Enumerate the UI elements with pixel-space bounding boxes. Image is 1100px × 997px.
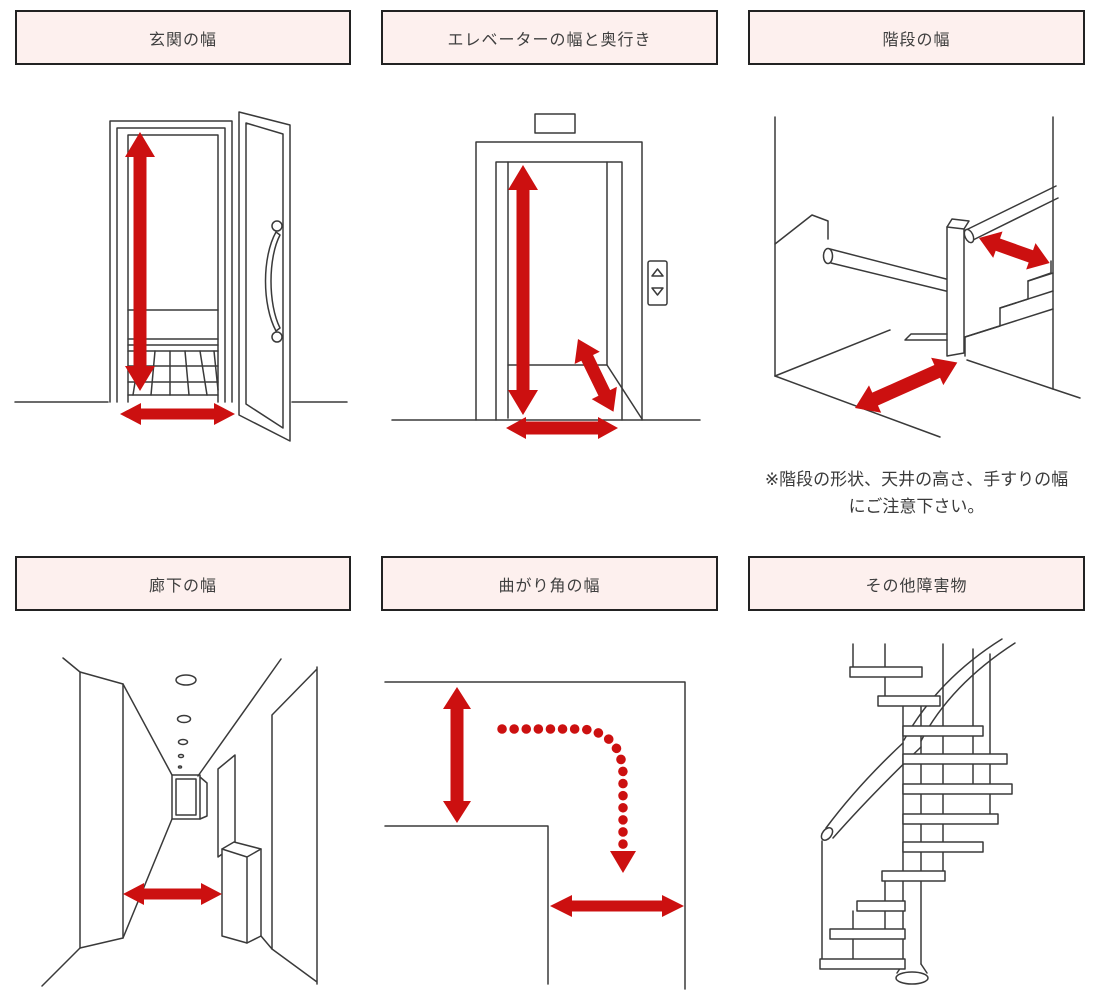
corridor-width-arrow-horizontal bbox=[550, 895, 684, 917]
corner-plan-drawing bbox=[384, 681, 686, 990]
panel-header-stairs: 階段の幅 bbox=[748, 10, 1085, 65]
panel-title-corner: 曲がり角の幅 bbox=[498, 575, 601, 595]
stairs-note-line1: ※階段の形状、天井の高さ、手すりの幅 bbox=[764, 470, 1069, 490]
ceiling-lights bbox=[175, 674, 197, 769]
landing-floor bbox=[774, 329, 1081, 438]
open-door-panel bbox=[238, 111, 291, 442]
hallway-width-arrow bbox=[123, 883, 222, 905]
entrance-door-illustration bbox=[0, 65, 366, 556]
stairs-note-line2: にご注意下さい。 bbox=[848, 497, 985, 517]
corridor-drawing bbox=[41, 657, 318, 987]
turning-path-dotted-arrow bbox=[497, 724, 636, 873]
corner-walls bbox=[384, 681, 686, 990]
spiral-handrail bbox=[820, 638, 1016, 963]
panel-title-hallway: 廊下の幅 bbox=[148, 575, 217, 595]
spiral-steps bbox=[819, 666, 1013, 970]
panel-title-entrance: 玄関の幅 bbox=[148, 29, 217, 49]
door-handle bbox=[264, 220, 283, 343]
left-wall bbox=[41, 657, 173, 987]
spiral-staircase-drawing bbox=[819, 638, 1016, 985]
elevator-illustration bbox=[366, 65, 733, 556]
stairs-drawing bbox=[774, 116, 1081, 438]
door-height-arrow bbox=[125, 132, 155, 391]
elevator-depth-arrow bbox=[574, 339, 617, 412]
door-width-arrow bbox=[120, 403, 235, 425]
panel-header-entrance: 玄関の幅 bbox=[15, 10, 351, 65]
corner-illustration bbox=[366, 611, 733, 996]
stairwell-walls bbox=[774, 116, 1054, 390]
down-button-icon bbox=[651, 287, 664, 296]
center-pole bbox=[895, 698, 929, 985]
call-button-panel bbox=[647, 260, 668, 306]
corridor-width-arrow-vertical bbox=[443, 687, 471, 823]
panel-title-elevator: エレベーターの幅と奥行き bbox=[447, 29, 652, 49]
left-handrail bbox=[822, 247, 951, 293]
stairs-note: ※階段の形状、天井の高さ、手すりの幅 にご注意下さい。 bbox=[733, 459, 1100, 521]
right-wall bbox=[197, 658, 318, 985]
up-button-icon bbox=[651, 268, 664, 277]
panel-title-stairs: 階段の幅 bbox=[882, 29, 951, 49]
stairs-illustration: ※階段の形状、天井の高さ、手すりの幅 にご注意下さい。 bbox=[733, 65, 1100, 556]
elevator-width-arrow bbox=[506, 417, 618, 439]
panel-header-obstacles: その他障害物 bbox=[748, 556, 1085, 611]
door-frame bbox=[14, 120, 348, 403]
floor-indicator bbox=[534, 113, 576, 134]
steps bbox=[904, 260, 1054, 357]
panel-header-corner: 曲がり角の幅 bbox=[381, 556, 718, 611]
elevator-height-arrow bbox=[508, 165, 538, 415]
newel-post bbox=[946, 218, 970, 357]
entrance-door-drawing bbox=[14, 111, 348, 442]
elevator-drawing bbox=[391, 113, 701, 439]
panel-header-hallway: 廊下の幅 bbox=[15, 556, 351, 611]
corridor-end-wall bbox=[171, 774, 208, 820]
stair-width-arrow bbox=[979, 231, 1050, 270]
obstacles-illustration bbox=[733, 611, 1100, 996]
landing-width-arrow bbox=[855, 357, 958, 413]
elevator-frame bbox=[475, 141, 643, 421]
right-handrail bbox=[963, 185, 1059, 244]
panel-header-elevator: エレベーターの幅と奥行き bbox=[381, 10, 718, 65]
hallway-illustration bbox=[0, 611, 366, 996]
obstacle-box bbox=[221, 841, 273, 950]
panel-title-obstacles: その他障害物 bbox=[865, 575, 968, 595]
